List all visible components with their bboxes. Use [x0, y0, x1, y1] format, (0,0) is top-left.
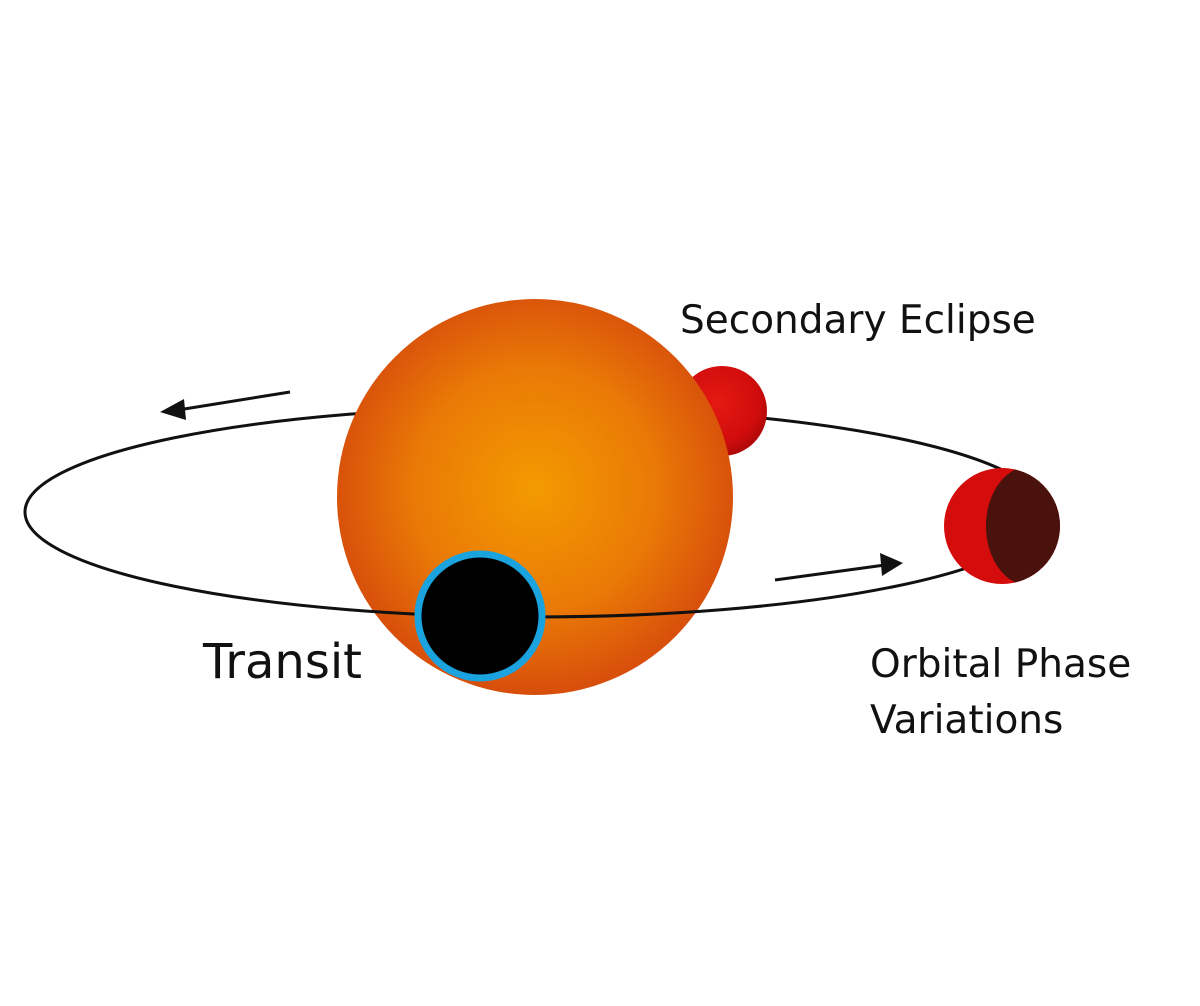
- secondary-eclipse-label: Secondary Eclipse: [680, 298, 1036, 343]
- orbital-phase-planet: [944, 468, 1060, 584]
- orbital-phase-label-line1: Orbital Phase: [870, 642, 1131, 687]
- planet-night-side: [986, 468, 1060, 584]
- transit-planet: [414, 550, 546, 682]
- arrow-right-icon: [774, 553, 903, 582]
- orbital-phase-label-line2: Variations: [870, 698, 1063, 743]
- transit-label: Transit: [202, 634, 362, 690]
- arrow-left-icon: [160, 390, 291, 420]
